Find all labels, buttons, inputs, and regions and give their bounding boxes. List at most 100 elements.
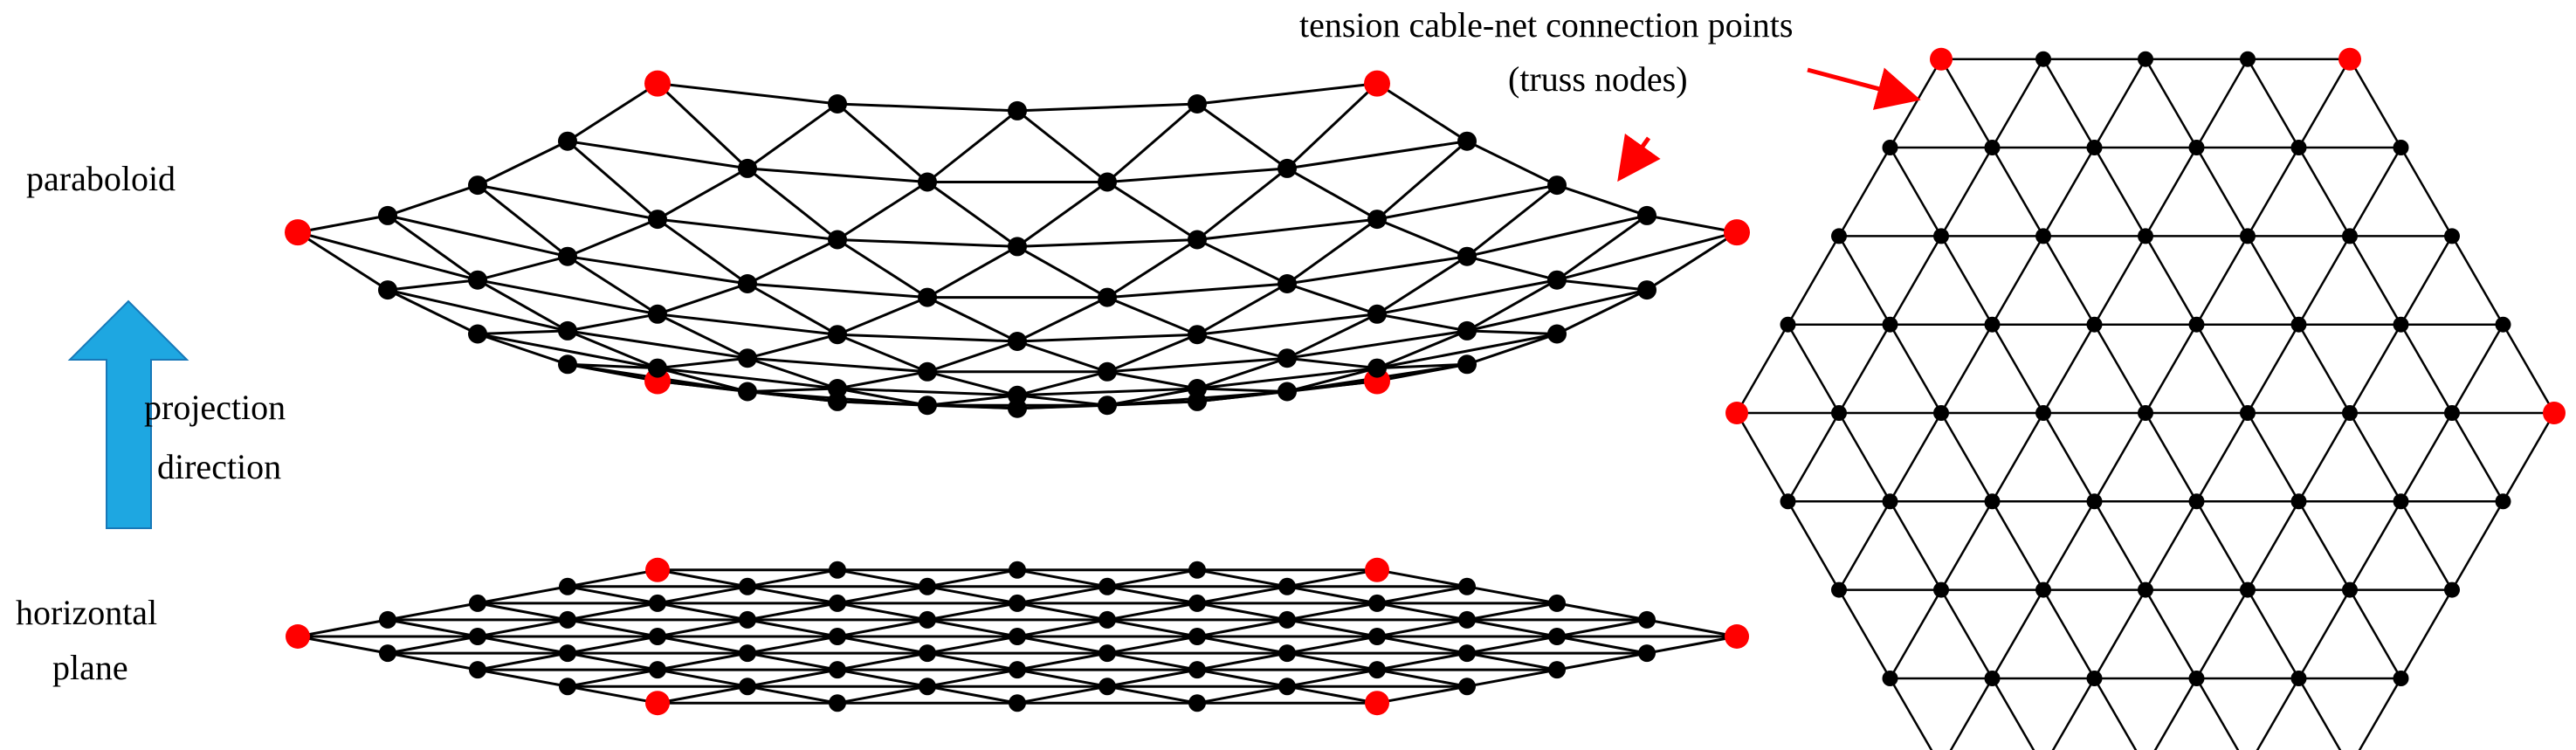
cable-edge <box>1376 362 1468 382</box>
cable-net-node <box>1099 610 1116 629</box>
cable-edge <box>1196 685 1288 705</box>
cable-edge <box>1106 370 1198 390</box>
cable-edge <box>2297 500 2352 591</box>
cable-edge <box>387 214 479 281</box>
cable-edge <box>1016 635 1108 655</box>
cable-edge <box>1016 370 1108 397</box>
cable-net-node <box>1188 694 1206 712</box>
cable-edge <box>657 217 838 241</box>
cable-net-node <box>2086 493 2103 510</box>
cable-edge <box>1466 279 1558 333</box>
cable-edge <box>1286 585 1378 605</box>
cable-net-node <box>2290 316 2307 333</box>
cable-edge <box>1286 217 1378 286</box>
cable-edge <box>1376 255 1468 316</box>
cable-net-node <box>559 644 576 663</box>
cable-edge <box>1016 340 1108 374</box>
cable-edge <box>2042 58 2096 148</box>
cable-edge <box>477 585 568 605</box>
cable-edge <box>1735 412 1789 502</box>
cable-edge <box>2348 588 2402 679</box>
cable-edge <box>2297 412 2352 502</box>
cable-edge <box>1787 324 1841 414</box>
cable-edge <box>837 181 928 241</box>
cable-edge <box>1376 668 1468 688</box>
cable-edge <box>837 668 928 688</box>
cable-edge <box>1939 324 1994 414</box>
cable-edge <box>837 296 928 336</box>
cable-net-node <box>2138 51 2153 67</box>
cable-edge <box>477 333 568 366</box>
cable-edge <box>567 618 658 638</box>
cable-net-node <box>1457 354 1477 375</box>
cable-edge <box>1016 403 1108 410</box>
cable-edge <box>1286 140 1468 170</box>
cable-net-node <box>919 644 936 663</box>
cable-edge <box>2246 235 2300 326</box>
cable-net-node <box>2138 405 2153 421</box>
cable-net-node <box>2444 228 2460 244</box>
cable-edge <box>1016 238 1198 248</box>
cable-net-node <box>739 678 756 696</box>
cable-edge <box>926 296 1018 343</box>
cable-net-node <box>1368 594 1386 612</box>
cable-edge <box>2348 235 2402 326</box>
cable-net-node <box>468 270 487 290</box>
cable-edge <box>747 668 838 688</box>
cable-net-node <box>1278 610 1296 629</box>
cable-edge <box>1556 231 1738 282</box>
cable-edge <box>1106 651 1198 671</box>
cable-net-node <box>1099 577 1116 595</box>
cable-edge <box>2246 412 2300 502</box>
cable-net-node <box>1638 610 1656 629</box>
cable-edge <box>1646 618 1738 638</box>
cable-net-node <box>2290 671 2307 686</box>
cable-edge <box>747 356 928 374</box>
horizontal-label-line2: plane <box>52 648 128 687</box>
cable-edge <box>1466 255 1558 282</box>
cable-net-node <box>919 610 936 629</box>
cable-edge <box>2195 412 2249 502</box>
cable-edge <box>2246 147 2300 237</box>
cable-edge <box>657 602 748 622</box>
cable-edge <box>657 585 748 605</box>
cable-edge <box>2093 588 2147 679</box>
cable-edge <box>657 167 748 221</box>
cable-net-node <box>828 230 847 250</box>
cable-net-node <box>1009 661 1026 679</box>
cable-edge <box>657 217 748 286</box>
cable-edge <box>2297 324 2352 414</box>
cable-edge <box>2348 324 2402 414</box>
cable-edge <box>1376 618 1468 638</box>
cable-net-node <box>829 694 846 712</box>
cable-edge <box>1196 82 1378 106</box>
cable-net-node <box>1008 385 1027 405</box>
cable-edge <box>477 618 568 638</box>
cable-edge <box>567 313 658 333</box>
cable-edge <box>2297 235 2352 326</box>
cable-net-node <box>829 561 846 579</box>
cable-edge <box>1106 400 1198 407</box>
cable-net-node <box>1831 581 1847 598</box>
cable-edge <box>567 685 658 705</box>
cable-net-node <box>2138 228 2153 244</box>
cable-edge <box>477 668 568 688</box>
cable-net-node <box>1933 228 1949 244</box>
truss-node <box>286 624 310 649</box>
cable-edge <box>1787 412 1841 502</box>
cable-edge <box>1735 324 1789 414</box>
cable-net-node <box>1457 320 1477 341</box>
cable-edge <box>1939 412 1994 502</box>
cable-edge <box>1889 58 1943 148</box>
cable-net-node <box>1882 316 1898 333</box>
cable-edge <box>2042 412 2096 502</box>
truss-node <box>1725 624 1749 649</box>
cable-edge <box>2144 147 2198 237</box>
cable-net-node <box>558 354 577 375</box>
cable-edge <box>567 635 658 655</box>
top-view-mesh <box>1725 47 2566 750</box>
cable-net-node <box>1188 661 1206 679</box>
cable-edge <box>1939 58 1994 148</box>
cable-net-node <box>648 304 667 324</box>
cable-edge <box>747 333 838 360</box>
